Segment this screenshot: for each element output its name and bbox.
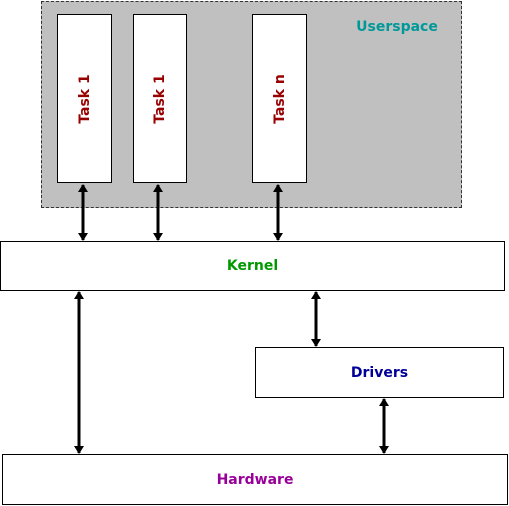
- hardware-box: Hardware: [2, 454, 508, 505]
- task-label-1: Task 1: [76, 73, 93, 124]
- userspace-label: Userspace: [356, 19, 438, 35]
- task-label-n: Task n: [271, 73, 288, 124]
- hardware-label: Hardware: [216, 471, 294, 488]
- task-box-n: Task n: [252, 14, 307, 183]
- task-box-1: Task 1: [57, 14, 112, 183]
- drivers-box: Drivers: [255, 347, 504, 398]
- task-box-2: Task 1: [133, 14, 187, 183]
- task-label-2: Task 1: [152, 73, 168, 124]
- kernel-box: Kernel: [0, 241, 505, 291]
- kernel-label: Kernel: [226, 258, 279, 274]
- drivers-label: Drivers: [350, 364, 409, 381]
